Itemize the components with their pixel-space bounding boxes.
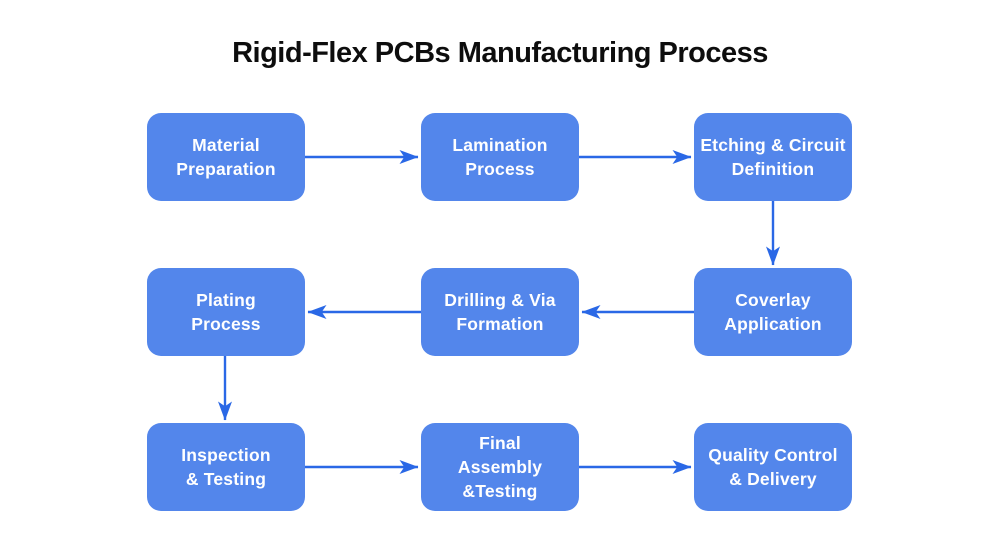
flow-node-label: Lamination Process — [452, 135, 548, 179]
flow-node-label: Drilling & Via Formation — [444, 290, 556, 334]
flow-node-final-assembly: Final Assembly &Testing — [421, 423, 579, 511]
flow-node-material-preparation: Material Preparation — [147, 113, 305, 201]
flow-node-label: Quality Control & Delivery — [708, 445, 838, 489]
flow-node-lamination-process: Lamination Process — [421, 113, 579, 201]
flow-node-label: Plating Process — [191, 290, 261, 334]
flow-node-coverlay-application: Coverlay Application — [694, 268, 852, 356]
flow-node-label: Material Preparation — [176, 135, 276, 179]
flow-node-drilling-via: Drilling & Via Formation — [421, 268, 579, 356]
flow-node-label: Coverlay Application — [724, 290, 822, 334]
flow-node-label: Final Assembly &Testing — [457, 433, 543, 501]
diagram-title: Rigid-Flex PCBs Manufacturing Process — [232, 37, 768, 69]
flow-node-plating-process: Plating Process — [147, 268, 305, 356]
flow-node-label: Inspection & Testing — [181, 445, 271, 489]
flow-node-quality-control: Quality Control & Delivery — [694, 423, 852, 511]
flow-node-etching-circuit: Etching & Circuit Definition — [694, 113, 852, 201]
flow-node-inspection-testing: Inspection & Testing — [147, 423, 305, 511]
flow-node-label: Etching & Circuit Definition — [700, 135, 846, 179]
